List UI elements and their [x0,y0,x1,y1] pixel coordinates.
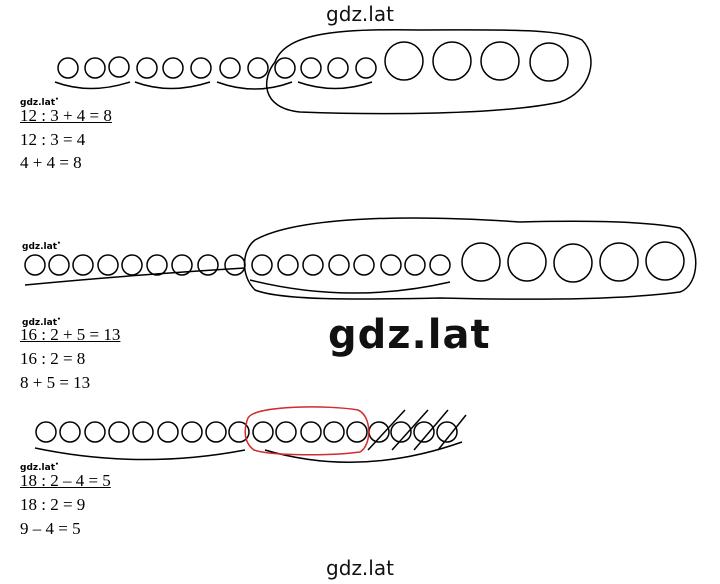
small-circle [108,56,130,78]
selection-loop [243,217,697,300]
group-arc [34,447,246,461]
small-circle [275,421,297,443]
group-arc [297,81,373,90]
small-circle [197,254,219,276]
small-circle [136,57,158,79]
strike-line [391,409,429,451]
small-circle [252,421,274,443]
small-circle [162,57,184,79]
small-circle [413,421,435,443]
watermark-top: gdz.lat [326,2,394,26]
big-circle [461,242,501,282]
strike-line [413,409,449,451]
big-circle [553,243,593,283]
drawing-row-3 [34,406,467,463]
big-circle [599,242,639,282]
selection-loop [265,28,592,115]
small-circle [146,254,168,276]
equation-step: 18 : 2 = 9 [20,495,86,514]
small-circle [380,254,402,276]
small-circle [132,421,154,443]
small-circle [327,57,349,79]
small-circle [300,57,322,79]
small-circle [251,254,273,276]
small-circle [328,254,350,276]
small-circle [72,254,94,276]
small-watermark: gdz.lat [22,240,61,252]
group-arc [249,279,451,294]
equation-step: 4 + 4 = 8 [20,153,82,172]
small-circle [274,57,296,79]
small-circle [346,421,368,443]
red-selection [244,406,370,456]
small-circle [84,421,106,443]
small-circle [35,421,57,443]
small-circle [302,254,324,276]
big-circle [529,42,569,82]
small-circle [353,254,375,276]
group-arc [134,81,211,90]
small-circle [24,254,46,276]
small-circle [224,254,246,276]
drawing-row-2 [24,217,697,300]
group-arc [54,81,131,90]
small-circle [247,57,269,79]
small-circle [228,421,250,443]
watermark-center: gdz.lat [328,312,491,358]
small-circle [108,421,130,443]
small-circle [219,57,241,79]
group-arc [24,267,246,286]
small-circle [48,254,70,276]
equation-main: 16 : 2 + 5 = 13 [20,325,121,344]
equation-step: 12 : 3 = 4 [20,130,86,149]
small-circle [190,57,212,79]
small-circle [323,421,345,443]
group-arc [216,81,293,90]
drawing-row-1 [54,28,592,115]
small-circle [57,57,79,79]
small-circle [300,421,322,443]
small-circle [84,57,106,79]
small-watermark: gdz.lat [20,96,59,108]
small-watermark: gdz.lat [20,461,59,473]
small-circle [97,254,119,276]
big-circle [507,242,547,282]
small-circle [390,421,412,443]
small-circle [181,421,203,443]
big-circle [645,241,685,281]
equation-step: 9 – 4 = 5 [20,519,81,538]
small-circle [121,254,143,276]
strike-line [437,414,467,451]
small-circle [436,421,458,443]
equation-step: 8 + 5 = 13 [20,373,91,392]
big-circle [384,41,424,81]
small-circle [59,421,81,443]
small-circle [429,254,451,276]
small-circle [404,254,426,276]
strike-line [367,409,406,451]
small-circle [355,57,377,79]
equation-step: 16 : 2 = 8 [20,349,86,368]
small-circle [171,254,193,276]
small-watermark: gdz.lat [22,316,61,328]
equation-main: 12 : 3 + 4 = 8 [20,106,112,125]
small-circle [277,254,299,276]
big-circle [432,41,472,81]
small-circle [205,421,227,443]
small-circle [157,421,179,443]
equation-main: 18 : 2 – 4 = 5 [20,471,111,490]
watermark-bottom: gdz.lat [326,556,394,580]
group-arc [264,441,463,463]
big-circle [480,41,520,81]
